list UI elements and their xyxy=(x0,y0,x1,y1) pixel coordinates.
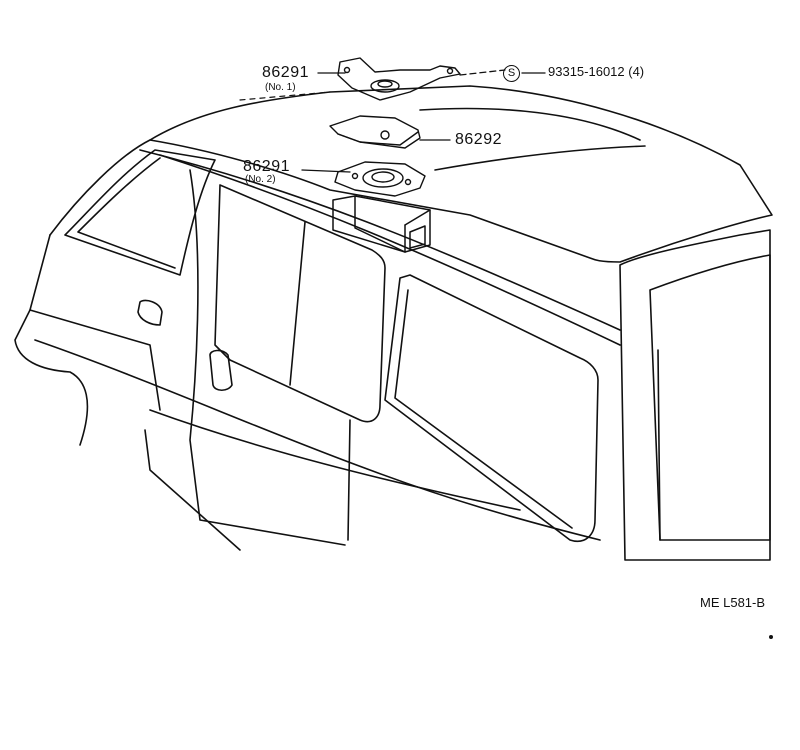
rear-quarter-window xyxy=(64,149,216,276)
bracket-86292 xyxy=(329,115,421,149)
roof-rail xyxy=(139,149,621,331)
roof-outline xyxy=(149,85,773,263)
sunroof-lower-line xyxy=(434,145,646,171)
callout-screw-number: 93315-16012 (4) xyxy=(548,64,645,79)
screw-symbol-icon: S xyxy=(503,65,520,82)
roof-rear-edge xyxy=(49,139,151,236)
door-track xyxy=(347,419,351,541)
callout-86291-no2-sub: (No. 2) xyxy=(245,174,276,185)
door-lower-edge xyxy=(189,169,346,546)
callout-86291-no1-number: 86291 xyxy=(262,64,309,81)
roof-carrier-block xyxy=(332,195,431,253)
roof-rail-inner xyxy=(159,154,621,346)
sunroof-line xyxy=(419,107,641,141)
beltline xyxy=(149,409,521,511)
rear-handle xyxy=(137,299,163,326)
side-window-inner xyxy=(394,289,573,529)
back-door-glass xyxy=(649,254,771,541)
callout-86292-number: 86292 xyxy=(455,131,502,148)
sliding-door-outline xyxy=(214,184,386,423)
side-window xyxy=(384,274,599,542)
rear-quarter-window-inner xyxy=(77,157,176,269)
callout-86291-no1-sub: (No. 1) xyxy=(265,82,296,93)
rocker-line xyxy=(144,429,241,551)
fastener-dash-line xyxy=(239,91,331,101)
leader-lines xyxy=(301,69,546,173)
rear-body xyxy=(14,234,89,446)
rear-pillar xyxy=(29,309,161,411)
door-handle xyxy=(209,349,233,392)
back-door-glass-inner xyxy=(657,349,661,541)
bracket-no1 xyxy=(337,57,461,101)
back-door-frame xyxy=(619,229,771,561)
lower-body-line xyxy=(34,339,601,541)
diagram-code: ME L581-B xyxy=(700,595,766,610)
stray-dot xyxy=(768,634,773,639)
callout-86291-no2-number: 86291 xyxy=(243,158,290,175)
door-window-divider xyxy=(289,221,306,386)
bracket-no2 xyxy=(334,161,426,197)
